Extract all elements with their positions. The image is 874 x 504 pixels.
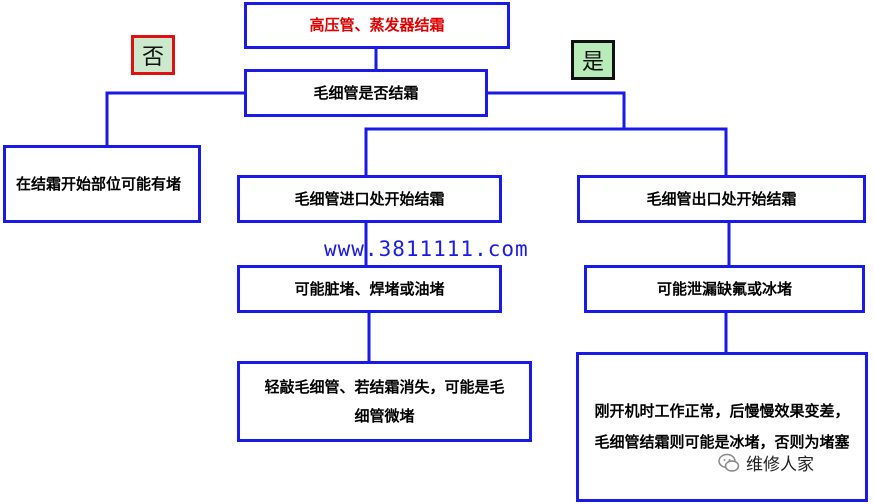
- node-outlet-tip: 刚开机时工作正常，后慢慢效果变差，毛细管结霜则可能是冰堵，否则为堵塞: [576, 352, 868, 502]
- tag-no: 否: [131, 35, 175, 75]
- brand-badge: 维修人家: [718, 450, 814, 475]
- node-question: 毛细管是否结霜: [244, 69, 488, 117]
- node-inlet-cause: 可能脏堵、焊堵或油堵: [237, 265, 502, 313]
- node-outlet-frost: 毛细管出口处开始结霜: [577, 175, 866, 223]
- brand-name: 维修人家: [746, 455, 814, 475]
- node-frost-condition: 高压管、蒸发器结霜: [244, 2, 510, 49]
- tag-yes: 是: [571, 40, 615, 80]
- line-split-branches: [364, 127, 728, 178]
- watermark-url: www.3811111.com: [324, 237, 529, 261]
- line-to-yes-split: [487, 91, 626, 129]
- node-inlet-frost: 毛细管进口处开始结霜: [237, 175, 502, 223]
- line-to-no-branch: [105, 91, 244, 147]
- node-inlet-tip: 轻敲毛细管、若结霜消失，可能是毛细管微堵: [237, 361, 532, 442]
- node-no-branch: 在结霜开始部位可能有堵: [3, 145, 201, 223]
- wechat-icon: [718, 453, 740, 472]
- node-outlet-cause: 可能泄漏缺氟或冰堵: [584, 265, 865, 313]
